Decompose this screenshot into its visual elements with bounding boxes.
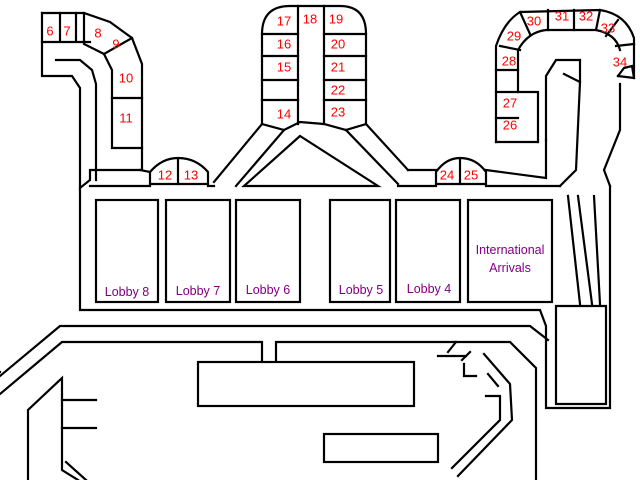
gate-18-label: 18 (303, 12, 317, 27)
gate-15-label: 15 (277, 60, 291, 75)
pod-12-13 (148, 156, 210, 186)
gate-19-label: 19 (329, 12, 343, 27)
east-pier (494, 8, 636, 188)
lobby-labels: Lobby 8 Lobby 7 Lobby 6 Lobby 5 Lobby 4 … (105, 243, 545, 299)
gate-34-label: 34 (613, 55, 627, 70)
pod-24-25 (434, 156, 488, 186)
gate-31-label: 31 (555, 9, 569, 24)
parking-lot (322, 432, 440, 464)
lobby-label: Lobby 6 (246, 283, 291, 297)
gate-10-label: 10 (119, 71, 133, 86)
gate-30-label: 30 (527, 14, 541, 29)
lobby-label: Lobby 8 (105, 285, 150, 299)
main-concourse (78, 138, 612, 410)
gate-29-label: 29 (507, 29, 521, 44)
gate-8-label: 8 (94, 26, 101, 41)
gate-20-label: 20 (331, 37, 345, 52)
lobby-5-room (328, 198, 392, 304)
gate-16-label: 16 (277, 37, 291, 52)
gate-24-label: 24 (440, 168, 454, 183)
lobby-rooms (94, 198, 554, 304)
west-pier (40, 11, 144, 191)
gate-9-label: 9 (112, 37, 119, 52)
arrivals-label-line1: International (476, 243, 545, 257)
gate-17-label: 17 (277, 14, 291, 29)
gate-25-label: 25 (464, 168, 478, 183)
gate-7-label: 7 (63, 24, 70, 39)
gate-6-label: 6 (46, 24, 53, 39)
gate-28-label: 28 (502, 54, 516, 69)
gate-14-label: 14 (277, 107, 291, 122)
lobby-6-room (234, 198, 302, 304)
international-arrivals-room (466, 198, 554, 304)
gate-33-label: 33 (601, 21, 615, 36)
lower-level (0, 324, 550, 480)
lobby-label: Lobby 7 (176, 284, 221, 298)
gate-13-label: 13 (184, 168, 198, 183)
gate-11-label: 11 (119, 111, 133, 126)
north-connectors (212, 122, 410, 188)
gate-22-label: 22 (331, 83, 345, 98)
gate-27-label: 27 (503, 96, 517, 111)
arrivals-label-line2: Arrivals (489, 261, 531, 275)
lobby-4-room (394, 198, 462, 304)
lobby-8-room (94, 198, 160, 304)
lobby-7-room (164, 198, 232, 304)
gate-21-label: 21 (331, 60, 345, 75)
parking-structure (196, 360, 416, 408)
gate-32-label: 32 (579, 9, 593, 24)
north-pier (260, 4, 368, 132)
lobby-label: Lobby 4 (407, 282, 452, 296)
lobby-label: Lobby 5 (339, 283, 384, 297)
gate-26-label: 26 (503, 118, 517, 133)
gate-23-label: 23 (331, 105, 345, 120)
gate-12-label: 12 (158, 168, 172, 183)
